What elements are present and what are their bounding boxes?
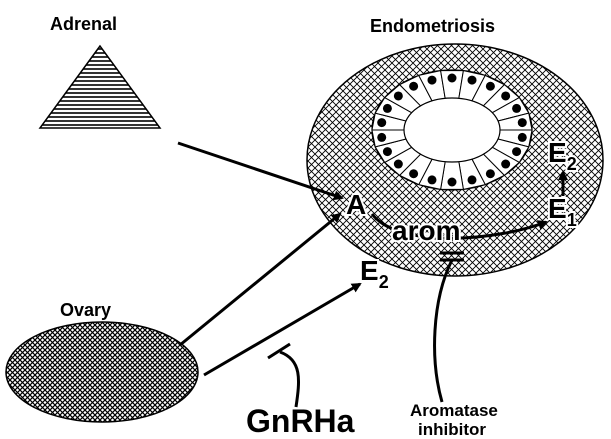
cell-nucleus (394, 91, 403, 100)
cell-nucleus (377, 118, 386, 127)
cell-nucleus (427, 76, 436, 85)
aromatase-label-line1: Aromatase (410, 401, 498, 420)
cell-nucleus (409, 169, 418, 178)
endometriosis-label: Endometriosis (370, 16, 495, 36)
cell-nucleus (518, 133, 527, 142)
ovary-to-androgen-arrow (180, 214, 340, 345)
cell-nucleus (501, 91, 510, 100)
ovary-to-estradiol-arrow (204, 284, 360, 375)
cell-nucleus (512, 147, 521, 156)
aromatase-inhibitor-line (435, 260, 452, 402)
adrenal-label: Adrenal (50, 14, 117, 34)
gland-lumen (404, 98, 500, 162)
cell-nucleus (512, 104, 521, 113)
cell-nucleus (501, 160, 510, 169)
cell-nucleus (383, 147, 392, 156)
cell-nucleus (518, 118, 527, 127)
aromatase-label-line2: inhibitor (418, 420, 486, 439)
adrenal-gland-triangle (40, 46, 160, 128)
androgen-label: A (346, 189, 366, 220)
cell-nucleus (468, 76, 477, 85)
cell-nucleus (486, 82, 495, 91)
cell-nucleus (409, 82, 418, 91)
cell-nucleus (377, 133, 386, 142)
cell-nucleus (394, 160, 403, 169)
cell-nucleus (383, 104, 392, 113)
gnrha-label: GnRHa (246, 403, 355, 439)
cell-nucleus (448, 74, 457, 83)
endometrial-gland (372, 70, 532, 190)
gnrha-inhibition-line (280, 352, 299, 407)
ovary-label: Ovary (60, 300, 111, 320)
cell-nucleus (448, 178, 457, 187)
arom-label: arom (392, 215, 460, 246)
ovary-shape (6, 322, 198, 422)
cell-nucleus (427, 175, 436, 184)
cell-nucleus (468, 175, 477, 184)
cell-nucleus (486, 169, 495, 178)
